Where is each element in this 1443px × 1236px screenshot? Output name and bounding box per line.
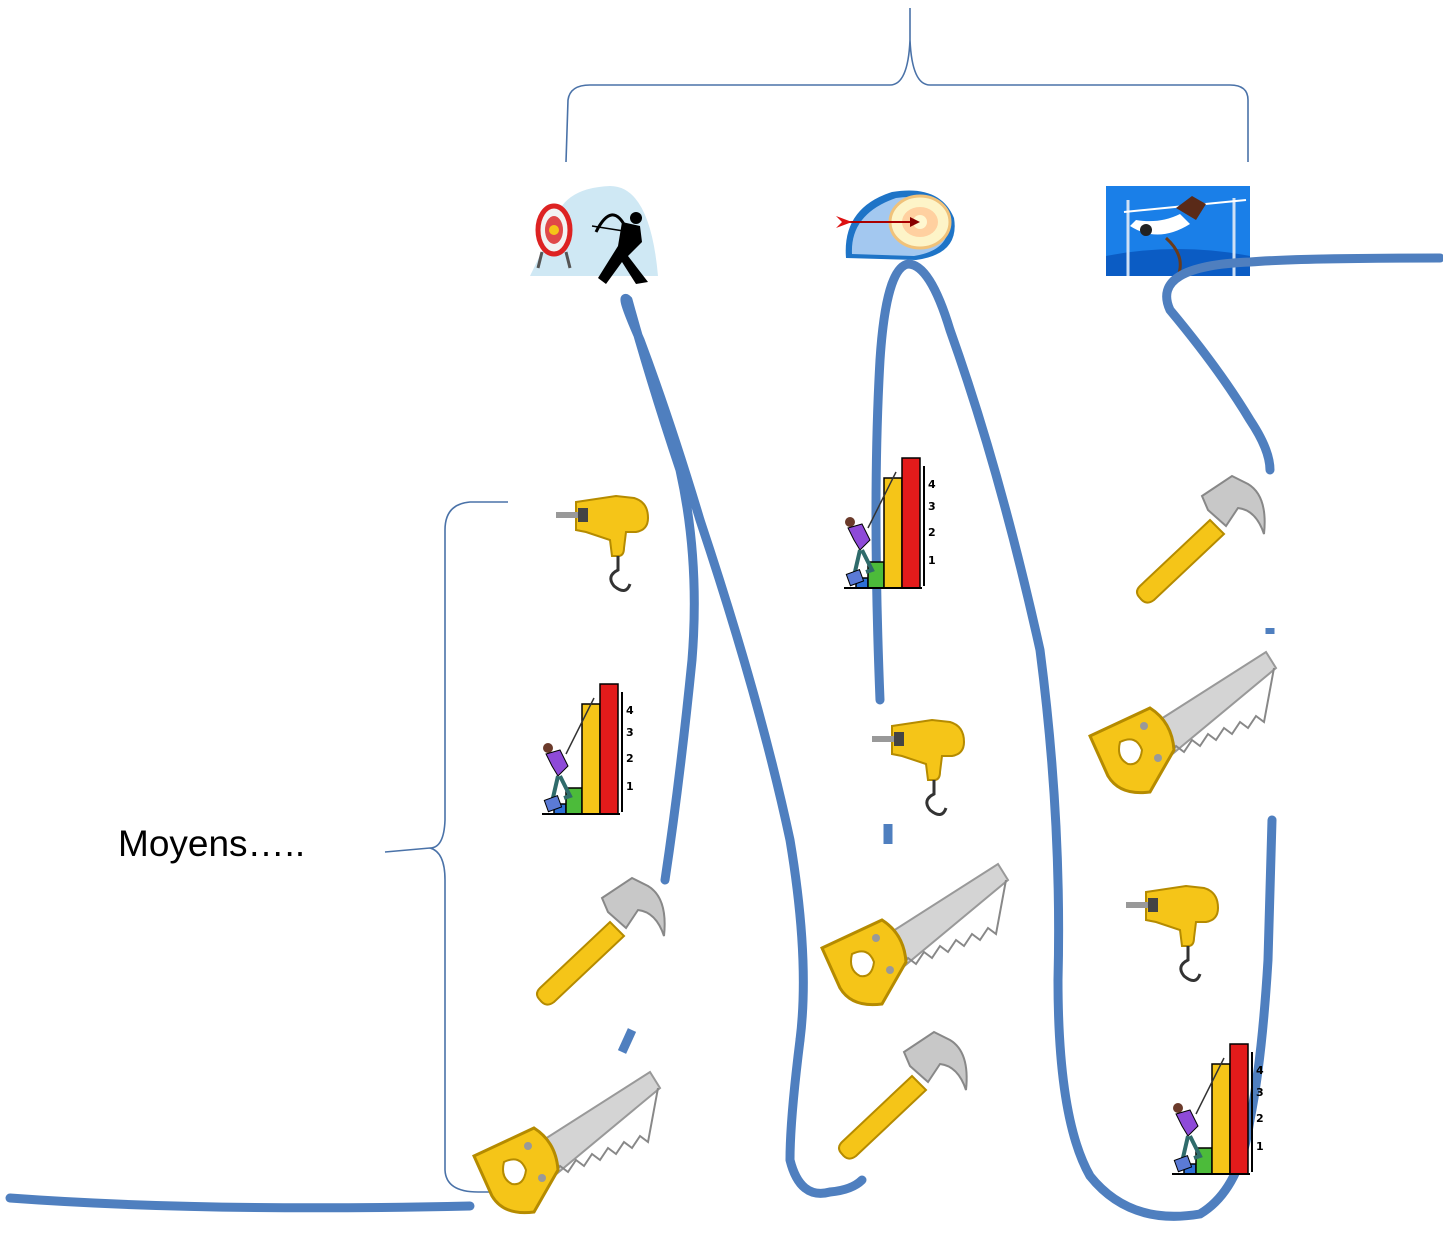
connector-line-inner-loop bbox=[785, 1035, 867, 1198]
saw-icon bbox=[820, 862, 1010, 1007]
connector-line-left bbox=[620, 293, 808, 1045]
top-brace bbox=[565, 8, 1249, 163]
moyens-label: Moyens….. bbox=[118, 823, 306, 864]
climber-chart-icon bbox=[540, 682, 636, 816]
drill-icon bbox=[554, 494, 650, 593]
drill-icon bbox=[870, 718, 966, 817]
saw-icon bbox=[472, 1070, 662, 1215]
climber-chart-icon bbox=[842, 456, 938, 590]
hammer-icon bbox=[838, 1031, 968, 1160]
left-brace bbox=[384, 501, 508, 1193]
saw-icon bbox=[1088, 650, 1278, 795]
drill-icon bbox=[1124, 884, 1220, 983]
connector-line-left-stub bbox=[617, 1028, 637, 1054]
hammer-icon bbox=[536, 877, 666, 1006]
connector-line-bottom bbox=[5, 1193, 475, 1213]
connector-line-middle bbox=[871, 259, 1255, 1221]
arrow-target-icon bbox=[836, 190, 955, 260]
hammer-icon bbox=[1136, 475, 1266, 604]
archer-target-icon bbox=[530, 186, 658, 284]
connector-line-right bbox=[1162, 253, 1443, 475]
